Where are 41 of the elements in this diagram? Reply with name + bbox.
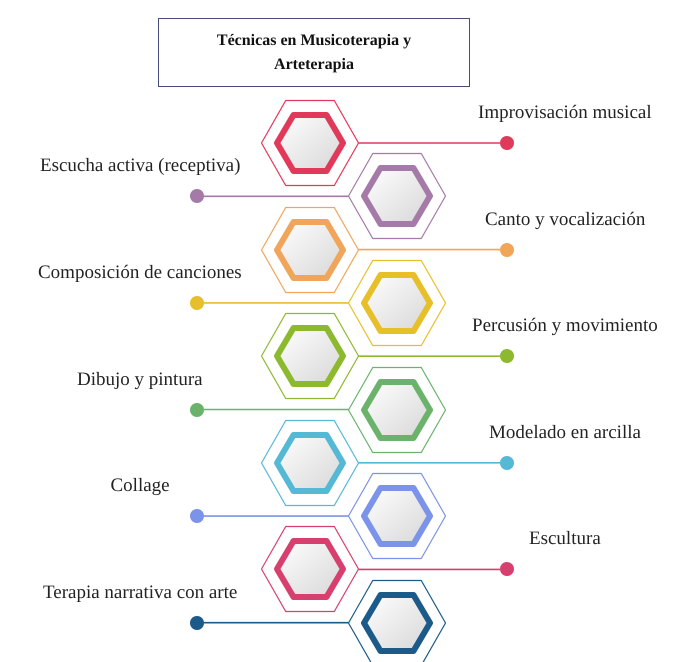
- hexagon-shape: [348, 580, 446, 662]
- leader-line: [358, 142, 500, 144]
- technique-label: Modelado en arcilla: [489, 422, 641, 444]
- dot-marker: [190, 189, 204, 204]
- leader-line: [204, 408, 348, 410]
- hexagon-shape: [261, 526, 359, 612]
- hexagon-shape: [261, 313, 359, 400]
- technique-label: Terapia narrativa con arte: [43, 582, 238, 604]
- technique-label: Percusión y movimiento: [472, 315, 658, 338]
- dot-marker: [500, 456, 514, 470]
- dot-marker: [190, 509, 204, 524]
- hexagon-shape: [348, 260, 446, 346]
- leader-line: [204, 622, 348, 624]
- hexagon-shape: [348, 366, 446, 452]
- hexagon-shape: [348, 153, 446, 240]
- leader-line: [204, 515, 348, 517]
- leader-line: [358, 462, 500, 464]
- technique-label: Collage: [110, 475, 170, 498]
- dot-marker: [500, 562, 514, 576]
- leader-line: [358, 568, 500, 570]
- dot-marker: [500, 136, 514, 150]
- technique-label: Canto y vocalización: [485, 208, 646, 231]
- hexagon-shape: [348, 473, 446, 560]
- leader-line: [204, 196, 348, 198]
- technique-label: Improvisación musical: [478, 102, 652, 124]
- dot-marker: [500, 349, 514, 364]
- hexagon-shape: [261, 420, 359, 506]
- dot-marker: [500, 242, 514, 257]
- dot-marker: [190, 616, 204, 630]
- technique-label: Escultura: [529, 528, 601, 550]
- hexagon-shape: [261, 206, 359, 293]
- dot-marker: [190, 296, 204, 310]
- leader-line: [358, 248, 500, 250]
- technique-label: Escucha activa (receptiva): [40, 155, 240, 178]
- title: Técnicas en Musicoterapia y Arteterapia: [158, 18, 470, 87]
- dot-marker: [190, 402, 204, 416]
- leader-line: [204, 302, 348, 304]
- technique-label: Dibujo y pintura: [77, 368, 203, 390]
- leader-line: [358, 355, 500, 357]
- hexagon-shape: [261, 100, 359, 186]
- technique-label: Composición de canciones: [38, 262, 242, 284]
